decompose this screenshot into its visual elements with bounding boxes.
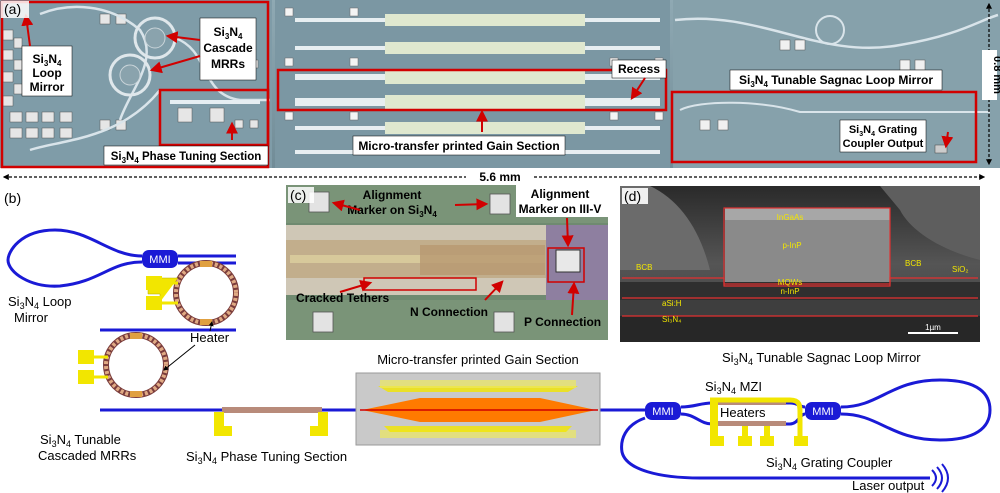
panel-d: (d) InGaAs p-InP BCB BCB SiO₂ MQWs n-InP… [620, 186, 980, 367]
output-waveguide [620, 416, 930, 480]
svg-text:0.8 mm: 0.8 mm [991, 56, 1000, 94]
label-n-conn: N Connection [410, 305, 488, 319]
label-p-conn: P Connection [524, 315, 601, 329]
svg-text:Mirror: Mirror [14, 310, 49, 325]
mrr-ring-lower [78, 332, 169, 398]
svg-text:Coupler Output: Coupler Output [843, 138, 924, 150]
highlight-boxes [0, 0, 978, 169]
panel-a: Si3N4 Loop Mirror Si3N4 Cascade MRRs Rec… [0, 0, 1000, 184]
svg-text:MQWs: MQWs [778, 278, 802, 287]
label-sagnac-d: Si3N4 Tunable Sagnac Loop Mirror [722, 350, 921, 367]
svg-text:Cascaded MRRs: Cascaded MRRs [38, 448, 137, 463]
svg-text:MMI: MMI [149, 254, 170, 266]
label-gain-b: Micro-transfer printed Gain Section [377, 352, 579, 367]
svg-text:5.6 mm: 5.6 mm [479, 170, 520, 184]
label-cascaded-mrrs: Si3N4 Tunable [40, 432, 121, 449]
sub: 3 [44, 59, 49, 68]
label-marker-sin: Alignment [363, 188, 422, 202]
panel-c-label: (c) [290, 187, 306, 203]
label-cascade-mrrs: Si3N4 Cascade MRRs [199, 17, 257, 81]
panel-c: (c) Alignment Marker on Si3N4 Alignment … [286, 185, 608, 340]
label-loop-mirror-b: Si3N4 Loop [8, 294, 72, 311]
label-recess: Recess [611, 59, 667, 79]
svg-text:Si3N4: Si3N4 [33, 52, 62, 68]
label-grating-b: Si3N4 Grating Coupler [766, 455, 893, 472]
label-heaters: Heaters [720, 405, 766, 420]
svg-text:Micro-transfer printed Gain Se: Micro-transfer printed Gain Section [358, 139, 559, 153]
svg-text:Mirror: Mirror [30, 80, 65, 94]
svg-text:MMI: MMI [652, 406, 673, 418]
sagnac-loop [840, 378, 992, 442]
svg-text:InGaAs: InGaAs [777, 213, 804, 222]
panel-b: (b) MMI [4, 190, 992, 493]
label-mzi: Si3N4 MZI [705, 379, 762, 396]
svg-text:Si3N4: Si3N4 [214, 25, 243, 41]
gain-chip [355, 372, 601, 446]
svg-text:MRRs: MRRs [211, 57, 245, 71]
panel-d-label: (d) [624, 188, 641, 204]
label-cracked: Cracked Tethers [296, 291, 389, 305]
label-grating-output: Si3N4 Grating Coupler Output [839, 119, 927, 153]
svg-text:Loop: Loop [32, 66, 61, 80]
label-phase-tuning: Si3N4 Phase Tuning Section [103, 145, 269, 166]
svg-text:Marker on III-V: Marker on III-V [519, 202, 602, 216]
svg-text:MMI: MMI [812, 406, 833, 418]
svg-text:SiO₂: SiO₂ [952, 265, 968, 274]
label-marker-iiiv: Alignment [531, 187, 590, 201]
svg-text:1µm: 1µm [925, 323, 941, 332]
label-laser-output: Laser output [852, 478, 925, 493]
grating-coupler [931, 463, 949, 493]
svg-text:Recess: Recess [618, 62, 660, 76]
svg-text:Marker on Si3N4: Marker on Si3N4 [347, 203, 437, 219]
label-sagnac: Si3N4 Tunable Sagnac Loop Mirror [729, 69, 943, 91]
mrr-ring-upper [146, 260, 239, 326]
mmi-left [645, 402, 681, 420]
loop-mirror-waveguide [6, 228, 143, 288]
panel-b-label: (b) [4, 190, 21, 206]
svg-text:BCB: BCB [636, 263, 652, 272]
svg-text:Si3N4 Tunable Sagnac Loop Mirr: Si3N4 Tunable Sagnac Loop Mirror [739, 73, 933, 89]
panel-a-label: (a) [4, 1, 21, 17]
svg-text:aSi:H: aSi:H [662, 299, 682, 308]
mmi-right [805, 402, 841, 420]
label-heater: Heater [190, 330, 230, 345]
phase-heater [222, 407, 322, 413]
svg-text:Cascade: Cascade [203, 41, 253, 55]
label-phase-tuning-b: Si3N4 Phase Tuning Section [186, 449, 347, 466]
svg-text:Si3N4 Phase Tuning Section: Si3N4 Phase Tuning Section [111, 151, 262, 165]
p-connection-box [547, 247, 585, 283]
label-gain-section: Micro-transfer printed Gain Section [352, 135, 566, 156]
label-loop-mirror: Si3N4 Loop Mirror [21, 45, 73, 97]
ring-structures [108, 16, 177, 97]
mmi-block [142, 250, 178, 268]
svg-text:Si₃N₄: Si₃N₄ [662, 315, 681, 324]
sem-layer-labels: InGaAs p-InP BCB BCB SiO₂ MQWs n-InP aSi… [636, 213, 968, 324]
svg-text:p-InP: p-InP [782, 241, 801, 250]
svg-text:n-InP: n-InP [780, 287, 799, 296]
svg-text:Si3N4 Grating: Si3N4 Grating [849, 124, 917, 138]
svg-text:BCB: BCB [905, 259, 921, 268]
